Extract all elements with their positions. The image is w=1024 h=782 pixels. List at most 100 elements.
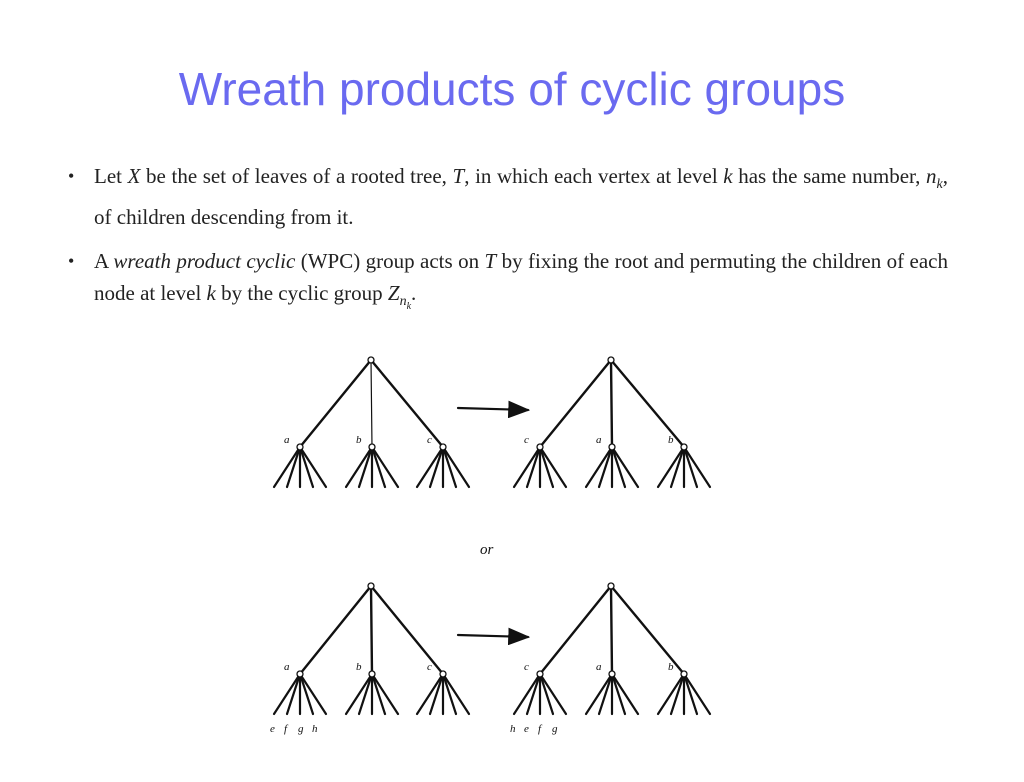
tree-bottom-left-child-label: a (284, 661, 290, 673)
tree-bottom-left-leaf-label: h (312, 723, 318, 735)
tree-bottom-left-leaf-edge (370, 672, 387, 716)
tree-bottom-right-leaf-edge (656, 672, 686, 716)
tree-bottom-right-leaf-edge (610, 672, 640, 716)
tree-top-right-leaf-edge (656, 445, 686, 489)
tree-top-left-edge (369, 358, 445, 449)
tree-top-right-leaf-edge (610, 445, 627, 489)
math-k: k (206, 281, 216, 306)
tree-bottom-right-leaf-edge (682, 672, 712, 716)
tree-bottom-left-edge (369, 584, 445, 676)
tree-top-left-leaf-edge (357, 445, 374, 489)
text: by fixing the root and permuting the chi… (94, 249, 949, 306)
tree-bottom-right-leaf-label: g (552, 723, 558, 735)
tree-top-left-leaf-edge (298, 445, 328, 489)
tree-bottom-right-leaf-label: e (524, 723, 529, 735)
tree-bottom-left-child-node (296, 670, 304, 678)
tree-top-left-child-node (439, 443, 447, 451)
tree-top-left-leaf-edge (441, 445, 471, 489)
tree-bottom-right-leaf-edge (525, 672, 542, 716)
text: A (94, 249, 114, 274)
tree-top-left-child-label: a (284, 434, 290, 446)
math-tree-t: T (452, 164, 465, 188)
tree-top-right-leaf-edge (538, 445, 568, 489)
tree-top-left-root-node (367, 356, 375, 364)
or-label: or (480, 542, 494, 558)
bullet-dot-icon: • (68, 166, 75, 186)
tree-bottom-right-child-label: c (524, 661, 529, 673)
bullet-list: • Let X be the set of leaves of a rooted… (68, 160, 948, 335)
bullet-item: • Let X be the set of leaves of a rooted… (68, 160, 948, 233)
text: , in which each vertex at level (464, 164, 724, 188)
tree-top-right-leaf-edge (597, 445, 614, 489)
tree-top-left-leaf-edge (344, 445, 374, 489)
tree-top-left-child-node (296, 443, 304, 451)
tree-top-right-child-node (536, 443, 544, 451)
math-tree-t: T (484, 249, 497, 274)
tree-top-right-leaf-edge (682, 445, 712, 489)
tree-top-left-child-node (368, 443, 376, 451)
tree-bottom-right-leaf-edge (538, 672, 568, 716)
page-title: Wreath products of cyclic groups (178, 63, 846, 115)
tree-bottom-right-edge (538, 584, 613, 676)
text: . (411, 281, 417, 306)
bullet-item: • A wreath product cyclic (WPC) group ac… (68, 245, 948, 323)
math-subscript: k (936, 177, 943, 193)
tree-top-right-edge (609, 358, 686, 449)
tree-top-right-child-label: b (668, 434, 674, 446)
tree-bottom-left-edge (298, 584, 373, 676)
tree-top-right-leaf-edge (669, 445, 686, 489)
tree-bottom-right-leaf-edge (512, 672, 542, 716)
tree-top-left-leaf-edge (415, 445, 445, 489)
tree-top-left-leaf-edge (441, 445, 458, 489)
tree-top-left-child-label: c (427, 434, 432, 446)
tree-bottom-left-leaf-label: f (284, 723, 289, 735)
tree-top-left-leaf-edge (428, 445, 445, 489)
math-z: Z (387, 281, 400, 306)
tree-bottom-left-leaf-edge (272, 672, 302, 716)
tree-bottom-right-leaf-label: f (538, 723, 543, 735)
tree-bottom-right-leaf-edge (682, 672, 699, 716)
tree-top-right-leaf-edge (512, 445, 542, 489)
tree-bottom-right-leaf-label: h (510, 723, 516, 735)
tree-bottom-left-leaf-label: e (270, 723, 275, 735)
arrow-top (456, 400, 531, 419)
tree-bottom-right-edge (609, 584, 614, 676)
tree-bottom-right-leaf-edge (597, 672, 614, 716)
tree-bottom-right-edge (609, 584, 686, 676)
tree-bottom-left-leaf-edge (415, 672, 445, 716)
emphasis-text: wreath product cyclic (113, 249, 296, 274)
tree-bottom-right-root-node (607, 582, 615, 590)
tree-top-right-leaf-edge (682, 445, 699, 489)
tree-bottom-right-child-label: a (596, 661, 602, 673)
tree-bottom-left-child-node (368, 670, 376, 678)
tree-top-left-leaf-edge (298, 445, 315, 489)
text: (WPC) group acts on (295, 249, 485, 274)
text: has the same number, (732, 164, 927, 188)
tree-top-right-leaf-edge (584, 445, 614, 489)
tree-top-left-leaf-edge (370, 445, 400, 489)
math-sub-n: n (399, 294, 407, 310)
tree-top-left-edge (370, 359, 373, 448)
arrow-bottom (456, 627, 531, 646)
tree-top-left-edge (298, 358, 373, 449)
tree-bottom-left-leaf-edge (357, 672, 374, 716)
tree-bottom-left-child-label: b (356, 661, 362, 673)
math-sub-k: k (406, 301, 412, 313)
math-subscript: nk (399, 294, 412, 313)
text: be the set of leaves of a rooted tree, (140, 164, 453, 188)
tree-top-right-child-label: a (596, 434, 602, 446)
tree-top-right-leaf-edge (610, 445, 640, 489)
tree-bottom-right-leaf-edge (584, 672, 614, 716)
tree-top-right-leaf-edge (538, 445, 555, 489)
tree-bottom-left-leaf-edge (298, 672, 315, 716)
tree-bottom-right-leaf-edge (669, 672, 686, 716)
tree-top-right-edge (609, 358, 614, 449)
math-n: n (926, 164, 937, 188)
tree-bottom-left-child-label: c (427, 661, 432, 673)
tree-bottom-left-child-node (439, 670, 447, 678)
tree-top-right-leaf-edge (525, 445, 542, 489)
tree-top-left-leaf-edge (285, 445, 302, 489)
math-k: k (723, 164, 733, 188)
text: by the cyclic group (215, 281, 388, 306)
